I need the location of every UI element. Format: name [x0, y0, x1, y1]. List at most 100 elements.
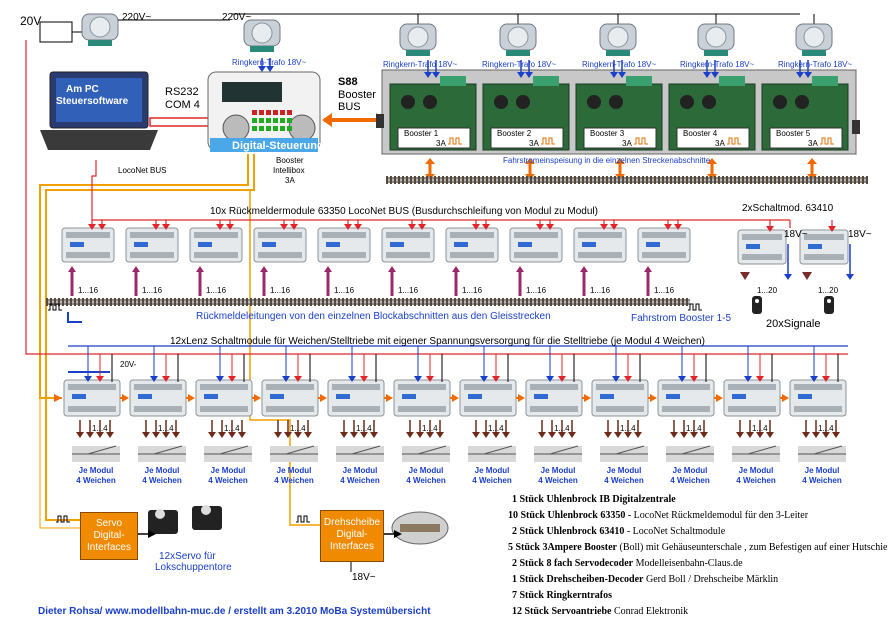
feedback-track-sleeper	[94, 298, 96, 306]
lenz-red-in-head	[360, 376, 368, 382]
feedback-track-sleeper	[642, 298, 644, 306]
feed-arrow-up	[425, 158, 435, 164]
lenz-out-head	[802, 432, 810, 438]
lenz-out-head	[152, 432, 160, 438]
booster-track-sleeper	[846, 176, 848, 184]
signal-right	[824, 296, 834, 314]
feedback-track-sleeper	[622, 298, 624, 306]
lenz-out-head	[614, 432, 622, 438]
loconet-bus-orange	[39, 154, 249, 399]
intellibox-key	[280, 110, 285, 115]
lenz-range-label: 1...4	[158, 424, 174, 433]
dreh-arrow-head	[394, 530, 402, 538]
lenz-chain-arrow	[320, 394, 327, 402]
lenz-out-head	[360, 432, 368, 438]
loconet-red	[91, 160, 97, 220]
feedback-track-sleeper	[638, 298, 640, 306]
feedback-track-sleeper	[426, 298, 428, 306]
feedback-track-sleeper	[366, 298, 368, 306]
rueck-module-9-terminal-b	[578, 252, 622, 258]
feedback-track-sleeper	[158, 298, 160, 306]
booster-track-sleeper	[538, 176, 540, 184]
booster-track-sleeper	[510, 176, 512, 184]
rueck-in-2-head	[354, 224, 362, 230]
pc-label-2: Steuersoftware	[56, 96, 129, 107]
booster-cap	[609, 95, 623, 109]
booster-track-sleeper	[566, 176, 568, 184]
legend-item-8: 12 Stück Servoantriebe Conrad Elektronik	[512, 606, 688, 617]
feedback-track-sleeper	[482, 298, 484, 306]
booster-amps-4: 3A	[715, 139, 725, 148]
feedback-track-sleeper	[318, 298, 320, 306]
booster-amps-5: 3A	[808, 139, 818, 148]
booster-track-sleeper	[402, 176, 404, 184]
lenz-red-in-head	[624, 376, 632, 382]
legend-item-7: 7 Stück Ringkerntrafos	[512, 590, 612, 601]
trafo-arrow-b-head	[517, 72, 525, 78]
feedback-track-sleeper	[502, 298, 504, 306]
lenz-chain-arrow	[452, 394, 459, 402]
feedback-track-sleeper	[346, 298, 348, 306]
booster-track-sleeper	[694, 176, 696, 184]
feedback-track-sleeper	[210, 298, 212, 306]
label-schaltmod-title: 2xSchaltmod. 63410	[742, 203, 834, 214]
feedback-track-sleeper	[326, 298, 328, 306]
booster-track-sleeper	[482, 176, 484, 184]
lenz-chain-arrow	[518, 394, 525, 402]
label-18v-a: 18V~	[784, 229, 808, 240]
booster-track-sleeper	[478, 176, 480, 184]
rueck-module-1-terminal-b	[66, 252, 110, 258]
booster-track-sleeper	[698, 176, 700, 184]
lenz-module-10-terminal	[662, 384, 710, 390]
lenz-blue-in-head	[282, 376, 290, 382]
lenz-out-head	[746, 432, 754, 438]
feedback-track-sleeper	[494, 298, 496, 306]
rueck-module-6-terminal-b	[386, 252, 430, 258]
booster-label-bg	[397, 127, 471, 149]
booster-track-sleeper	[802, 176, 804, 184]
lenz-red-in-head	[162, 376, 170, 382]
feedback-track-sleeper	[86, 298, 88, 306]
lenz-blue-in-head	[150, 376, 158, 382]
rueck-module-7-terminal	[450, 232, 494, 238]
feedback-track-sleeper	[662, 298, 664, 306]
lenz-range-label: 1...4	[752, 424, 768, 433]
lenz-out-head	[548, 432, 556, 438]
lenz-out-head	[538, 432, 546, 438]
feedback-track-sleeper	[74, 298, 76, 306]
legend-desc: Gerd Boll / Drehscheibe Märklin	[643, 574, 779, 585]
rueck-range-label: 1...16	[654, 286, 675, 295]
feedback-track-sleeper	[686, 298, 688, 306]
feedback-track-sleeper	[650, 298, 652, 306]
booster-track-sleeper	[806, 176, 808, 184]
weiche-branch	[219, 445, 249, 455]
lenz-red-in-head	[96, 376, 104, 382]
vier-weichen-line: 4 Weichen	[142, 476, 182, 485]
label-booster-ib-2: Intellibox	[273, 166, 305, 175]
rueck-module-2-label	[134, 242, 148, 247]
feedback-track-sleeper	[190, 298, 192, 306]
lenz-blue-in-head	[612, 376, 620, 382]
feedback-track-sleeper	[418, 298, 420, 306]
label-range-120-a: 1...20	[757, 286, 778, 295]
feedback-track-sleeper	[154, 298, 156, 306]
feedback-track-sleeper	[338, 298, 340, 306]
feedback-track-sleeper	[446, 298, 448, 306]
booster-cap	[516, 95, 530, 109]
rueck-module-2-terminal	[130, 232, 174, 238]
booster-track-sleeper	[606, 176, 608, 184]
rueck-in-head	[536, 224, 544, 230]
schalt-module-1-terminal	[742, 234, 782, 240]
label-220v-mid: 220V~	[222, 12, 252, 23]
servo-interface-box: Servo Digital- Interfaces	[80, 512, 138, 560]
feedback-track-sleeper	[178, 298, 180, 306]
booster-track-sleeper	[838, 176, 840, 184]
lenz-chain-arrow	[650, 394, 657, 402]
rueck-in-2-head	[290, 224, 298, 230]
label-digital-steuerung: Digital-Steuerung	[232, 140, 324, 152]
feedback-track-sleeper	[526, 298, 528, 306]
feedback-track-sleeper	[506, 298, 508, 306]
rueck-module-5-terminal-b	[322, 252, 366, 258]
